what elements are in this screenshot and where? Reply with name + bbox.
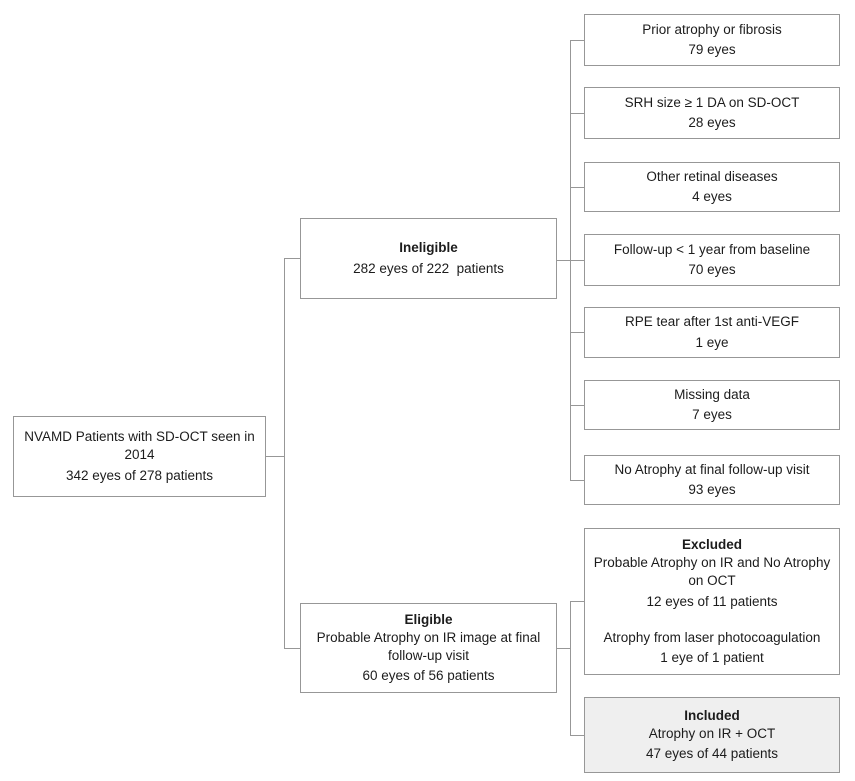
connector-left-trunk	[284, 258, 285, 649]
connector-right-trunk-eligible	[570, 601, 571, 736]
reason-label: RPE tear after 1st anti-VEGF	[624, 314, 800, 330]
excluded-item-count: 1 eye of 1 patient	[660, 649, 764, 665]
reason-label: No Atrophy at final follow-up visit	[614, 461, 810, 477]
connector-eligible-to-trunk	[557, 648, 570, 649]
flow-box-reason-prior-atrophy: Prior atrophy or fibrosis 79 eyes	[584, 14, 840, 66]
included-title: Included	[684, 707, 740, 723]
connector-trunk-to-ineligible	[284, 258, 300, 259]
root-label: NVAMD Patients with SD-OCT seen in 2014	[24, 429, 255, 463]
reason-label: Missing data	[674, 386, 750, 402]
reason-count: 7 eyes	[692, 407, 732, 422]
flow-box-reason-no-atrophy: No Atrophy at final follow-up visit 93 e…	[584, 455, 840, 505]
reason-label: Follow-up < 1 year from baseline	[613, 241, 811, 257]
connector-trunk-to-eligible	[284, 648, 300, 649]
ineligible-title: Ineligible	[399, 240, 458, 256]
flow-box-ineligible: Ineligible 282 eyes of 222 patients	[300, 218, 557, 299]
reason-count: 4 eyes	[692, 189, 732, 204]
connector-branch-excluded	[570, 601, 584, 602]
reason-count: 70 eyes	[688, 262, 736, 277]
eligible-count: 60 eyes of 56 patients	[362, 668, 495, 684]
connector-branch-reason-3	[570, 187, 584, 188]
connector-ineligible-to-trunk	[557, 260, 570, 261]
excluded-item-label: Atrophy from laser photocoagulation	[603, 629, 821, 645]
reason-count: 1 eye	[695, 334, 729, 350]
flow-box-included: Included Atrophy on IR + OCT 47 eyes of …	[584, 697, 840, 773]
connector-branch-reason-4	[570, 260, 584, 261]
flow-box-root: NVAMD Patients with SD-OCT seen in 2014 …	[13, 416, 266, 497]
included-subtitle: Atrophy on IR + OCT	[648, 725, 776, 741]
flow-box-reason-srh-size: SRH size ≥ 1 DA on SD-OCT 28 eyes	[584, 87, 840, 139]
connector-branch-reason-5	[570, 332, 584, 333]
flow-box-reason-followup: Follow-up < 1 year from baseline 70 eyes	[584, 234, 840, 286]
reason-label: SRH size ≥ 1 DA on SD-OCT	[624, 94, 800, 110]
root-count: 342 eyes of 278 patients	[65, 467, 214, 483]
included-count: 47 eyes of 44 patients	[645, 746, 779, 762]
flow-box-reason-missing-data: Missing data 7 eyes	[584, 380, 840, 430]
flow-box-excluded: Excluded Probable Atrophy on IR and No A…	[584, 528, 840, 675]
reason-label: Other retinal diseases	[646, 168, 778, 184]
reason-label: Prior atrophy or fibrosis	[642, 21, 782, 37]
flow-box-reason-other-diseases: Other retinal diseases 4 eyes	[584, 162, 840, 212]
reason-count: 28 eyes	[688, 115, 736, 130]
flow-box-eligible: Eligible Probable Atrophy on IR image at…	[300, 603, 557, 693]
connector-branch-reason-7	[570, 480, 584, 481]
connector-branch-included	[570, 735, 584, 736]
flow-box-reason-rpe-tear: RPE tear after 1st anti-VEGF 1 eye	[584, 307, 840, 358]
excluded-item-count: 12 eyes of 11 patients	[646, 593, 778, 609]
reason-count: 79 eyes	[688, 42, 736, 57]
eligible-title: Eligible	[404, 611, 453, 627]
reason-count: 93 eyes	[688, 482, 736, 497]
excluded-item-label: Probable Atrophy on IR and No Atrophy on…	[593, 555, 831, 589]
eligible-subtitle: Probable Atrophy on IR image at final fo…	[316, 629, 541, 663]
ineligible-count: 282 eyes of 222 patients	[353, 260, 504, 276]
connector-branch-reason-2	[570, 113, 584, 114]
connector-branch-reason-1	[570, 40, 584, 41]
excluded-title: Excluded	[681, 536, 743, 552]
connector-root-to-trunk	[266, 456, 284, 457]
connector-branch-reason-6	[570, 405, 584, 406]
